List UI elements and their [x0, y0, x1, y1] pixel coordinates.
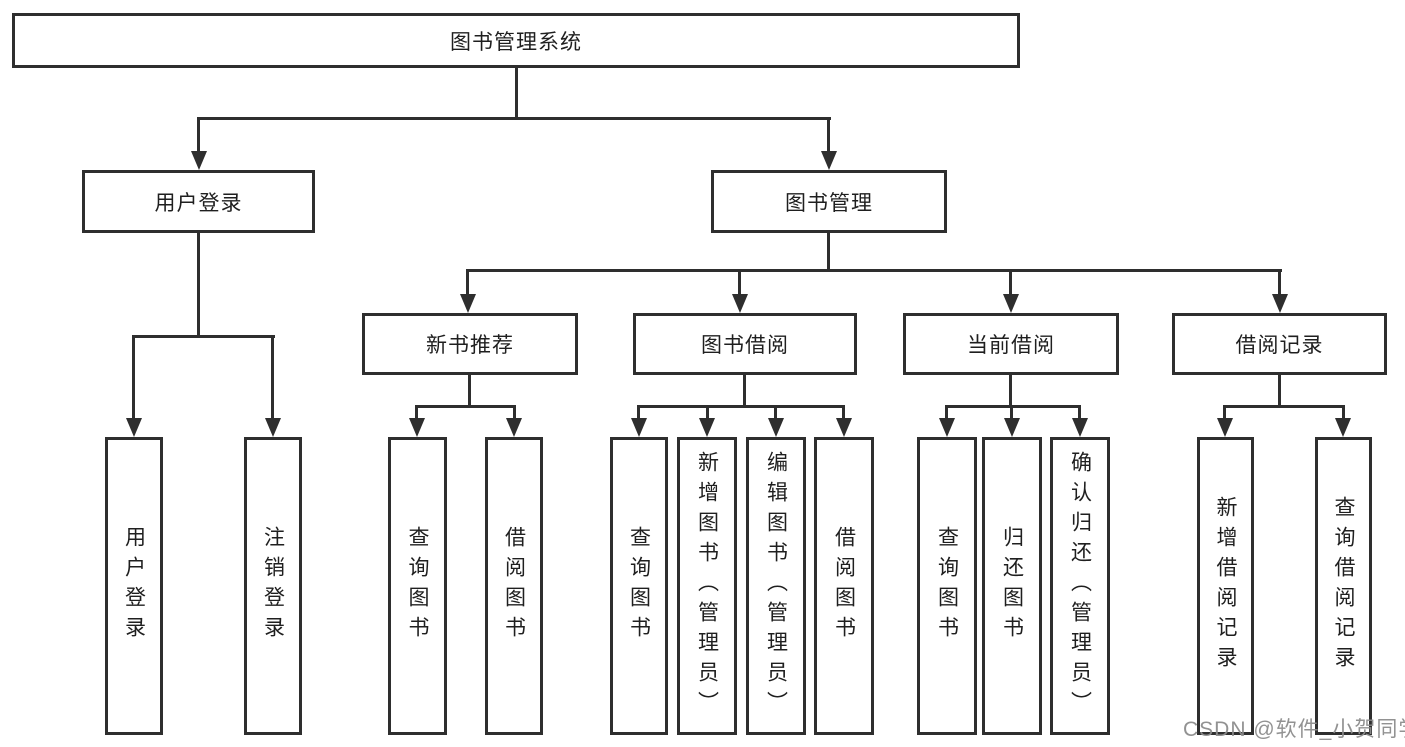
- arrow-down-icon: [939, 418, 955, 437]
- connector-leaf-stem: [1223, 405, 1226, 421]
- connector-records-hbar: [1224, 405, 1344, 408]
- connector-current-hbar: [946, 405, 1081, 408]
- leaf-query-books-current: 查询图书: [917, 437, 977, 735]
- leaf-edit-books-admin: 编辑图书（管理员）: [746, 437, 806, 735]
- arrow-down-icon: [1335, 418, 1351, 437]
- arrow-down-icon: [460, 294, 476, 313]
- leaf-confirm-return-admin: 确认归还（管理员）: [1050, 437, 1110, 735]
- connector-root-stem: [515, 68, 518, 118]
- node-label: 编辑图书（管理员）: [764, 451, 788, 721]
- leaf-add-borrow-record: 新增借阅记录: [1197, 437, 1254, 735]
- node-label: 当前借阅: [967, 334, 1055, 357]
- arrow-down-icon: [191, 151, 207, 170]
- node-label: 确认归还（管理员）: [1068, 451, 1092, 721]
- node-label: 用户登录: [122, 526, 146, 646]
- arrow-down-icon: [1072, 418, 1088, 437]
- arrow-down-icon: [409, 418, 425, 437]
- connector-leaf-stem: [1078, 405, 1081, 421]
- connector-login-hbar: [133, 335, 275, 338]
- leaf-borrow-books: 借阅图书: [814, 437, 874, 735]
- connector-l3-stem: [466, 269, 469, 297]
- arrow-down-icon: [768, 418, 784, 437]
- connector-newbook-hbar: [416, 405, 516, 408]
- leaf-borrow-books-newbook: 借阅图书: [485, 437, 543, 735]
- node-label: 图书管理: [785, 191, 873, 215]
- arrow-down-icon: [506, 418, 522, 437]
- leaf-add-books-admin: 新增图书（管理员）: [677, 437, 737, 735]
- node-label: 借阅图书: [832, 526, 856, 646]
- arrow-down-icon: [126, 418, 142, 437]
- leaf-query-borrow-record: 查询借阅记录: [1315, 437, 1372, 735]
- node-label: 查询借阅记录: [1332, 496, 1355, 676]
- node-label: 借阅记录: [1235, 334, 1324, 357]
- node-label: 新增图书（管理员）: [695, 451, 719, 721]
- connector-login-stem: [197, 117, 200, 155]
- connector-current-down: [1009, 375, 1012, 408]
- node-book-borrowing: 图书借阅: [633, 313, 857, 375]
- connector-bookmgmt-down: [827, 233, 830, 272]
- connector-borrow-down: [743, 375, 746, 408]
- node-borrowing-records: 借阅记录: [1172, 313, 1387, 375]
- connector-root-hbar: [198, 117, 831, 120]
- leaf-return-books: 归还图书: [982, 437, 1042, 735]
- arrow-down-icon: [1272, 294, 1288, 313]
- connector-leaf-stem: [513, 405, 516, 421]
- connector-l3-stem: [1278, 269, 1281, 297]
- connector-leaf-stem: [1342, 405, 1345, 421]
- arrow-down-icon: [732, 294, 748, 313]
- arrow-down-icon: [1003, 294, 1019, 313]
- leaf-user-login: 用户登录: [105, 437, 163, 735]
- node-label: 用户登录: [154, 191, 243, 215]
- node-label: 新增借阅记录: [1214, 496, 1237, 676]
- leaf-query-books-newbook: 查询图书: [388, 437, 447, 735]
- arrow-down-icon: [1004, 418, 1020, 437]
- leaf-query-books-borrow: 查询图书: [610, 437, 668, 735]
- connector-login-down: [197, 233, 200, 335]
- connector-l3-stem: [1009, 269, 1012, 297]
- connector-bookmgmt-hbar: [467, 269, 1282, 272]
- connector-leaf-stem: [774, 405, 777, 421]
- connector-leaf-stem: [945, 405, 948, 421]
- connector-leaf-stem: [706, 405, 709, 421]
- connector-newbook-down: [468, 375, 471, 408]
- connector-bookmgmt-stem: [827, 117, 830, 155]
- arrow-down-icon: [1217, 418, 1233, 437]
- node-library-management-system: 图书管理系统: [12, 13, 1020, 68]
- connector-leaf-stem: [1010, 405, 1013, 421]
- arrow-down-icon: [821, 151, 837, 170]
- node-book-management: 图书管理: [711, 170, 947, 233]
- connector-leaf-stem: [637, 405, 640, 421]
- connector-leaf-stem: [415, 405, 418, 421]
- node-label: 新书推荐: [426, 334, 514, 357]
- leaf-logout: 注销登录: [244, 437, 302, 735]
- node-label: 归还图书: [1000, 526, 1024, 646]
- node-label: 查询图书: [627, 526, 651, 646]
- node-user-login: 用户登录: [82, 170, 315, 233]
- connector-borrow-hbar: [638, 405, 845, 408]
- csdn-watermark: CSDN @软件_小贺同学: [1183, 718, 1405, 741]
- node-label: 借阅图书: [502, 526, 526, 646]
- connector-records-down: [1278, 375, 1281, 408]
- connector-login-leaf2-stem: [271, 335, 274, 421]
- node-label: 查询图书: [406, 526, 429, 646]
- connector-login-leaf1-stem: [132, 335, 135, 421]
- node-label: 图书管理系统: [450, 30, 582, 54]
- arrow-down-icon: [265, 418, 281, 437]
- node-label: 注销登录: [261, 526, 285, 646]
- node-current-borrowing: 当前借阅: [903, 313, 1119, 375]
- node-label: 查询图书: [935, 526, 959, 646]
- arrow-down-icon: [699, 418, 715, 437]
- node-new-book-recommend: 新书推荐: [362, 313, 578, 375]
- connector-leaf-stem: [842, 405, 845, 421]
- arrow-down-icon: [631, 418, 647, 437]
- connector-l3-stem: [738, 269, 741, 297]
- node-label: 图书借阅: [701, 334, 789, 357]
- arrow-down-icon: [836, 418, 852, 437]
